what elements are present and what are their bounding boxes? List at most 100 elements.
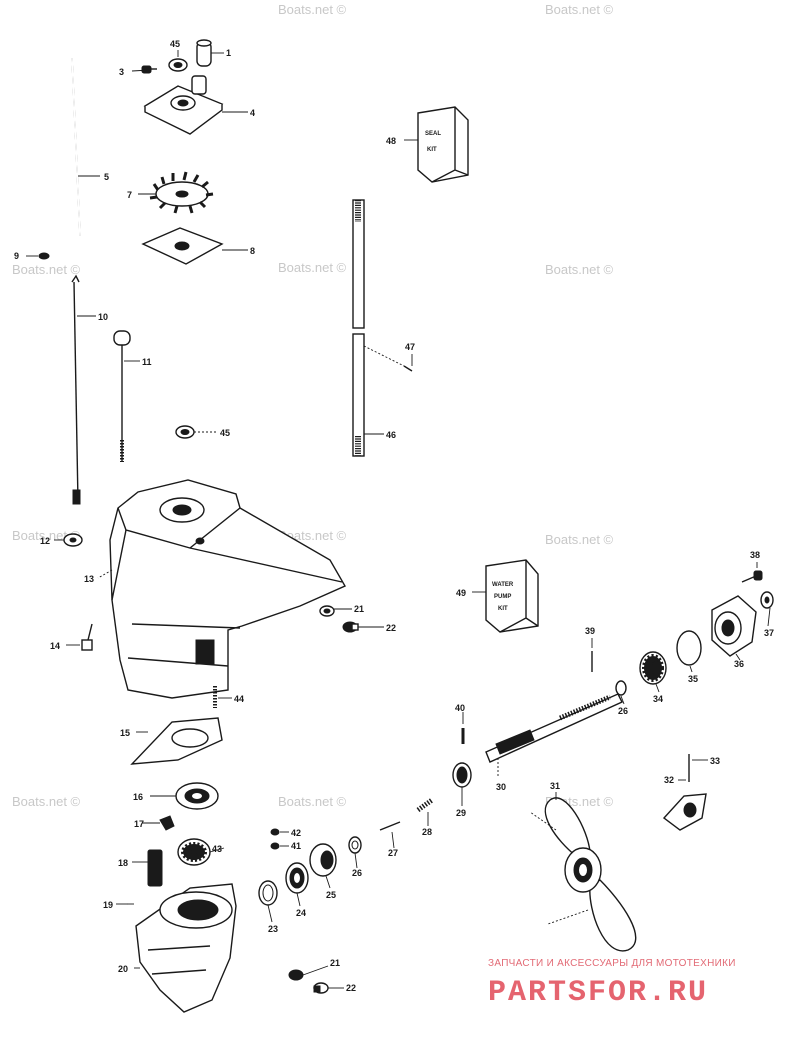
part-18-tab <box>147 849 163 887</box>
part-46-driveshaft <box>352 199 365 457</box>
part-label-47: 47 <box>405 342 415 352</box>
part-7-impeller <box>149 171 214 214</box>
part-label-19: 19 <box>103 900 113 910</box>
part-29-clutch <box>452 762 472 788</box>
part-14-bolt <box>81 623 93 651</box>
part-label-15: 15 <box>120 728 130 738</box>
brand-tagline: ЗАПЧАСТИ И АКСЕССУАРЫ ДЛЯ МОТОТЕХНИКИ <box>488 958 736 969</box>
part-label-4: 4 <box>250 108 255 118</box>
part-labels: 1 3 45 4 5 7 8 9 10 11 45 12 13 14 15 16… <box>14 39 774 993</box>
seal-kit-label: SEAL <box>425 131 441 137</box>
part-label-5: 5 <box>104 172 109 182</box>
part-label-30: 30 <box>496 782 506 792</box>
part-label-40: 40 <box>455 703 465 713</box>
part-label-39: 39 <box>585 626 595 636</box>
watermark: Boats.net © <box>278 260 347 275</box>
part-label-26: 26 <box>618 706 628 716</box>
part-38-screw <box>741 570 763 583</box>
part-label-3: 3 <box>119 67 124 77</box>
part-4-pump-housing <box>143 75 224 135</box>
part-20-gearcase <box>135 883 237 1013</box>
part-3-screw <box>141 65 157 74</box>
part-label-23: 23 <box>268 924 278 934</box>
part-label-17: 17 <box>134 819 144 829</box>
brand-logo: ЗАПЧАСТИ И АКСЕССУАРЫ ДЛЯ МОТОТЕХНИКИ PA… <box>488 958 736 1010</box>
part-label-1: 1 <box>226 48 231 58</box>
part-label-28: 28 <box>422 827 432 837</box>
part-label-33: 33 <box>710 756 720 766</box>
part-label-35: 35 <box>688 674 698 684</box>
part-26-washer-lower <box>348 836 362 854</box>
part-32-thrust-hub <box>662 793 707 831</box>
part-label-45: 45 <box>220 428 230 438</box>
part-label-49: 49 <box>456 588 466 598</box>
part-label-42: 42 <box>291 828 301 838</box>
part-label-37: 37 <box>764 628 774 638</box>
part-label-36: 36 <box>734 659 744 669</box>
part-label-34: 34 <box>653 694 663 704</box>
part-label-11: 11 <box>142 357 152 367</box>
part-label-7: 7 <box>127 190 132 200</box>
watermark: Boats.net © <box>278 2 347 17</box>
pump-kit-label: WATER <box>492 582 514 588</box>
part-35-o-ring <box>676 630 702 666</box>
part-label-9: 9 <box>14 251 19 261</box>
part-label-25: 25 <box>326 890 336 900</box>
part-25-forward-gear <box>309 843 337 877</box>
part-label-20: 20 <box>118 964 128 974</box>
pump-kit-label: PUMP <box>494 594 511 600</box>
part-23-ring <box>258 880 278 906</box>
part-label-31: 31 <box>550 781 560 791</box>
part-49-water-pump-kit: WATER PUMP KIT <box>485 559 539 633</box>
watermark: Boats.net © <box>12 262 81 277</box>
part-36-bearing-carrier <box>711 595 757 657</box>
part-label-13: 13 <box>84 574 94 584</box>
part-47-pin <box>403 365 413 372</box>
part-label-8: 8 <box>250 246 255 256</box>
seal-kit-label: KIT <box>427 147 437 153</box>
part-label-21: 21 <box>354 604 364 614</box>
part-16-bearing <box>175 782 219 810</box>
part-label-12: 12 <box>40 536 50 546</box>
part-15-gasket <box>130 717 223 765</box>
part-43-pinion-gear <box>177 838 211 866</box>
part-24-bearing <box>285 862 309 894</box>
part-37-nut <box>760 591 774 609</box>
part-label-27: 27 <box>388 848 398 858</box>
watermark: Boats.net © <box>12 794 81 809</box>
part-label-18: 18 <box>118 858 128 868</box>
part-9-pin <box>38 252 50 260</box>
part-28-spring <box>416 797 434 813</box>
part-label-45: 45 <box>170 39 180 49</box>
brand-name: PARTSFOR.RU <box>488 976 708 1010</box>
watermark: Boats.net © <box>278 794 347 809</box>
part-label-22: 22 <box>386 623 396 633</box>
part-label-26: 26 <box>352 868 362 878</box>
part-label-21: 21 <box>330 958 340 968</box>
part-27-pin <box>379 821 401 831</box>
watermark-layer: Boats.net © Boats.net © Boats.net © Boat… <box>12 2 614 809</box>
part-5-rod <box>71 57 81 237</box>
part-22-plug-upper <box>342 621 359 633</box>
part-45-seal-mid <box>175 425 195 439</box>
part-45-seal-top <box>168 58 188 72</box>
watermark: Boats.net © <box>545 532 614 547</box>
part-21-washer-upper <box>319 605 335 617</box>
part-30-propeller-shaft <box>485 693 623 763</box>
part-label-38: 38 <box>750 550 760 560</box>
driveshaft-housing <box>109 479 346 699</box>
part-label-22: 22 <box>346 983 356 993</box>
part-1-tube <box>196 39 212 67</box>
part-8-plate <box>141 227 224 265</box>
part-label-44: 44 <box>234 694 244 704</box>
part-12-grommet <box>63 533 83 547</box>
part-10-rod <box>71 274 81 505</box>
part-26-washer-upper <box>615 680 627 696</box>
part-label-24: 24 <box>296 908 306 918</box>
part-11-bolt <box>113 330 131 462</box>
watermark: Boats.net © <box>545 262 614 277</box>
part-34-reverse-gear <box>639 651 667 685</box>
part-31-propeller <box>544 797 637 952</box>
part-label-48: 48 <box>386 136 396 146</box>
